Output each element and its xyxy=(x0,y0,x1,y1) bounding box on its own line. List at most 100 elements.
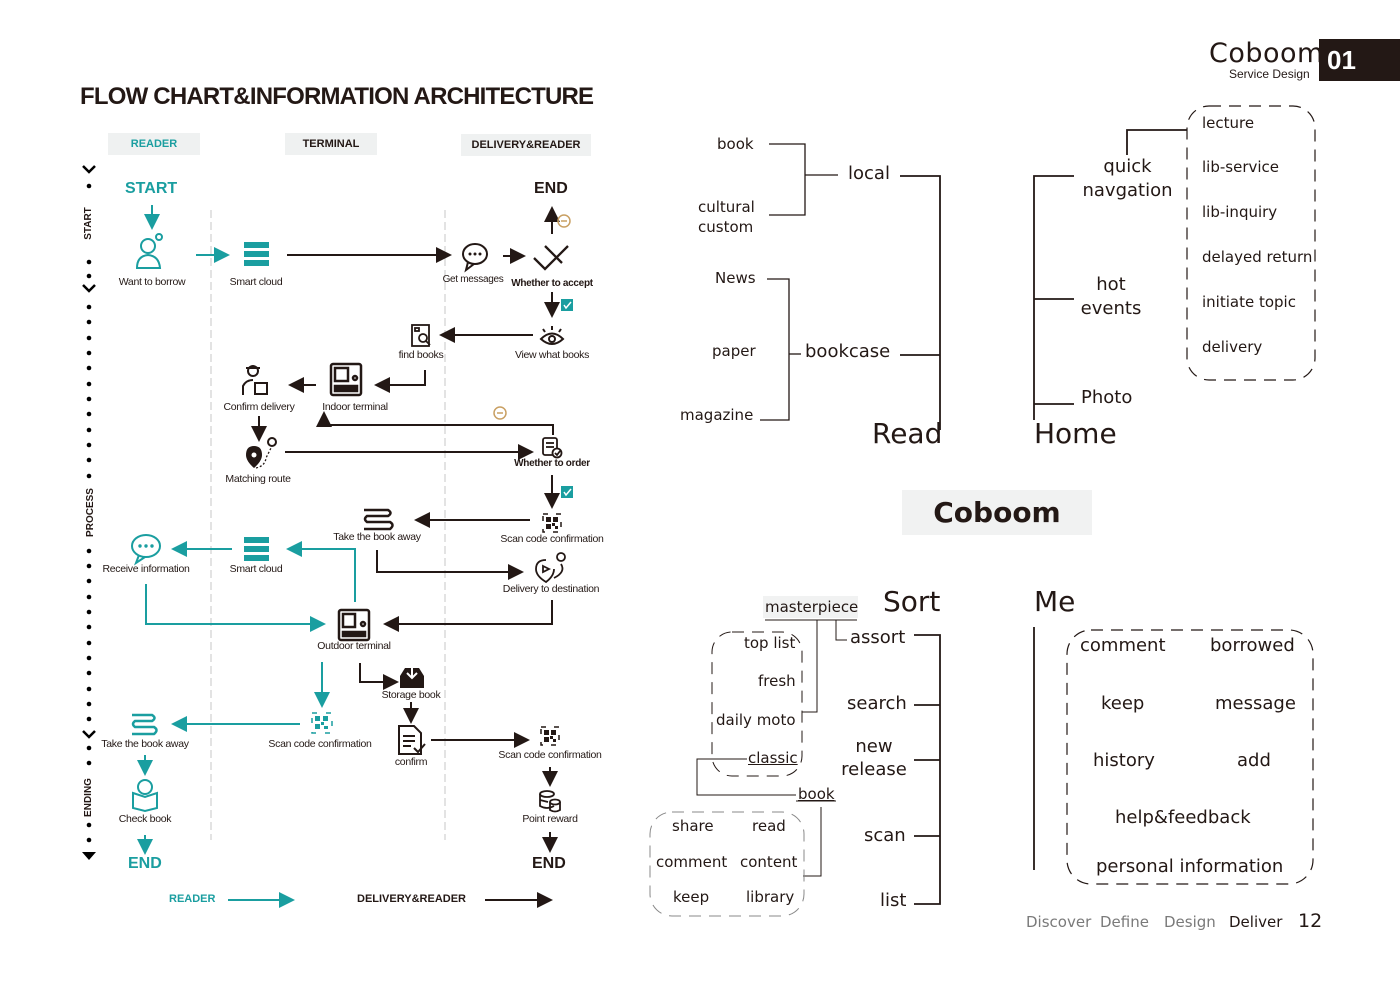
masterpiece-top-list: top list xyxy=(744,634,796,652)
read-tree-lines xyxy=(760,143,941,430)
quick-nav-delayed-return: delayed return xyxy=(1202,248,1313,266)
ia-sort-title: Sort xyxy=(883,585,941,618)
masterpiece-classic: classic xyxy=(748,749,798,767)
node-smart-cloud-1: Smart cloud xyxy=(229,276,283,288)
footer-nav-define[interactable]: Define xyxy=(1100,913,1149,931)
me-comment: comment xyxy=(1080,635,1166,656)
lane-reader: READER xyxy=(108,133,200,155)
flow-end-delivery-bottom: END xyxy=(532,855,566,872)
node-delivery-to-destination: Delivery to destination xyxy=(502,583,600,595)
home-item-hot-events: hot events xyxy=(1080,274,1142,319)
sort-masterpiece: masterpiece xyxy=(765,598,859,616)
brand-subtitle: Service Design xyxy=(1229,67,1310,81)
flow-end-delivery-top: END xyxy=(534,180,568,197)
flow-end-reader: END xyxy=(128,855,162,872)
sort-book: book xyxy=(798,785,835,803)
stage-indicator xyxy=(82,165,96,860)
node-indoor-terminal: Indoor terminal xyxy=(322,401,388,413)
legend-delivery-reader: DELIVERY&READER xyxy=(357,893,466,905)
footer-nav-deliver[interactable]: Deliver xyxy=(1229,913,1283,931)
book-keep: keep xyxy=(673,888,710,906)
ia-root-coboom: Coboom xyxy=(902,490,1092,535)
read-leaf-book: book xyxy=(717,135,754,153)
node-take-book-away-2: Take the book away xyxy=(101,738,189,750)
sort-sub-lines xyxy=(696,619,857,877)
qr-scan-icon xyxy=(542,513,562,533)
node-matching-route: Matching route xyxy=(225,473,291,485)
node-check-book: Check book xyxy=(118,813,172,825)
node-scan-code-2: Scan code confirmation xyxy=(268,738,372,750)
flow-start: START xyxy=(125,180,178,197)
order-document-icon xyxy=(542,437,563,459)
node-confirm-delivery: Confirm delivery xyxy=(223,401,295,413)
lane-delivery-reader: DELIVERY&READER xyxy=(461,134,591,156)
courier-icon xyxy=(242,365,268,395)
delivery-route-icon xyxy=(535,552,566,584)
chat-bubble-icon xyxy=(131,534,161,566)
quick-nav-delivery: delivery xyxy=(1202,338,1263,356)
read-group-bookcase: bookcase xyxy=(805,341,891,362)
sort-item-assort: assort xyxy=(850,627,906,648)
books-stack-icon xyxy=(131,713,158,736)
accept-check-icon xyxy=(561,486,573,498)
home-item-photo: Photo xyxy=(1081,387,1133,408)
reject-icon xyxy=(493,406,507,420)
quick-nav-lib-inquiry: lib-inquiry xyxy=(1202,203,1278,221)
node-take-book-away-1: Take the book away xyxy=(333,531,421,543)
node-scan-code-1: Scan code confirmation xyxy=(500,533,604,545)
person-idea-icon xyxy=(135,233,163,269)
stage-start: START xyxy=(82,207,94,240)
node-storage-book: Storage book xyxy=(381,689,441,701)
qr-scan-icon xyxy=(540,726,560,746)
me-personal-information: personal information xyxy=(1096,856,1284,877)
quick-nav-lib-service: lib-service xyxy=(1202,158,1279,176)
sort-item-search: search xyxy=(847,693,907,714)
me-add: add xyxy=(1237,750,1271,771)
node-find-books: find books xyxy=(398,349,444,361)
quick-nav-lecture: lecture xyxy=(1202,114,1255,132)
server-icon xyxy=(244,242,269,266)
reading-person-icon xyxy=(132,779,158,813)
masterpiece-fresh: fresh xyxy=(758,672,796,690)
masterpiece-daily-moto: daily moto xyxy=(716,711,796,729)
server-icon xyxy=(244,537,269,561)
book-library: library xyxy=(746,888,795,906)
book-content: content xyxy=(740,853,798,871)
sort-item-scan: scan xyxy=(864,825,906,846)
footer-nav-discover[interactable]: Discover xyxy=(1026,913,1092,931)
chapter-number: 01 xyxy=(1319,39,1400,81)
node-whether-to-order: Whether to order xyxy=(514,458,590,469)
brand-name: Coboom xyxy=(1209,38,1324,69)
book-share: share xyxy=(672,817,714,835)
books-stack-icon xyxy=(363,508,394,531)
footer-nav-design[interactable]: Design xyxy=(1164,913,1216,931)
ia-me-title: Me xyxy=(1034,585,1076,618)
confirm-document-icon xyxy=(398,725,426,755)
node-smart-cloud-2: Smart cloud xyxy=(229,563,283,575)
node-whether-to-accept: Whether to accept xyxy=(511,278,593,289)
accept-check-icon xyxy=(561,299,573,311)
quick-nav-initiate-topic: initiate topic xyxy=(1202,293,1296,311)
node-want-to-borrow: Want to borrow xyxy=(118,276,186,288)
coins-icon xyxy=(539,790,561,813)
read-leaf-news: News xyxy=(715,269,756,287)
ia-home-title: Home xyxy=(1034,417,1117,450)
qr-scan-icon xyxy=(311,712,333,734)
node-point-reward: Point reward xyxy=(522,813,578,825)
read-leaf-magazine: magazine xyxy=(680,406,754,424)
storage-inbox-icon xyxy=(400,666,424,688)
terminal-kiosk-icon xyxy=(337,608,371,642)
route-pin-icon xyxy=(246,437,277,469)
masterpiece-group-border xyxy=(711,631,803,777)
lane-terminal: TERMINAL xyxy=(285,133,377,155)
home-tree-lines xyxy=(1033,129,1187,420)
reject-icon xyxy=(557,214,571,228)
me-message: message xyxy=(1215,693,1296,714)
sort-item-new-release: new release xyxy=(841,736,907,780)
node-receive-information: Receive information xyxy=(102,563,190,575)
legend-reader: READER xyxy=(169,893,216,905)
me-history: history xyxy=(1093,750,1155,771)
node-confirm: confirm xyxy=(394,756,428,768)
eye-icon xyxy=(539,326,565,345)
